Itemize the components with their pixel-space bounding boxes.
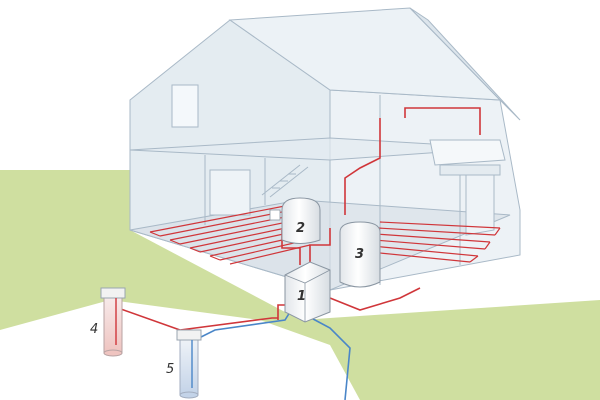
house: [129, 7, 521, 291]
bathtub: [429, 139, 506, 166]
label-hot-water-tank: 3: [355, 247, 364, 262]
label-supply-well: 5: [166, 362, 174, 377]
window: [209, 169, 251, 216]
window: [171, 84, 199, 128]
label-buffer-tank: 2: [296, 221, 305, 236]
window: [465, 167, 495, 236]
staircase: [261, 164, 309, 198]
hot-water-tank: [339, 221, 381, 288]
hot-pipes: [117, 107, 481, 331]
heat-pump: [284, 261, 331, 323]
underfloor-heating: [149, 204, 501, 265]
buffer-tank: [269, 197, 321, 244]
expansion-vessel: [269, 209, 281, 221]
label-outflow-well: 4: [90, 322, 98, 337]
label-heat-pump: 1: [297, 289, 306, 304]
cold-pipes: [194, 311, 351, 400]
outflow-well: [100, 287, 126, 357]
supply-well: [176, 329, 202, 399]
